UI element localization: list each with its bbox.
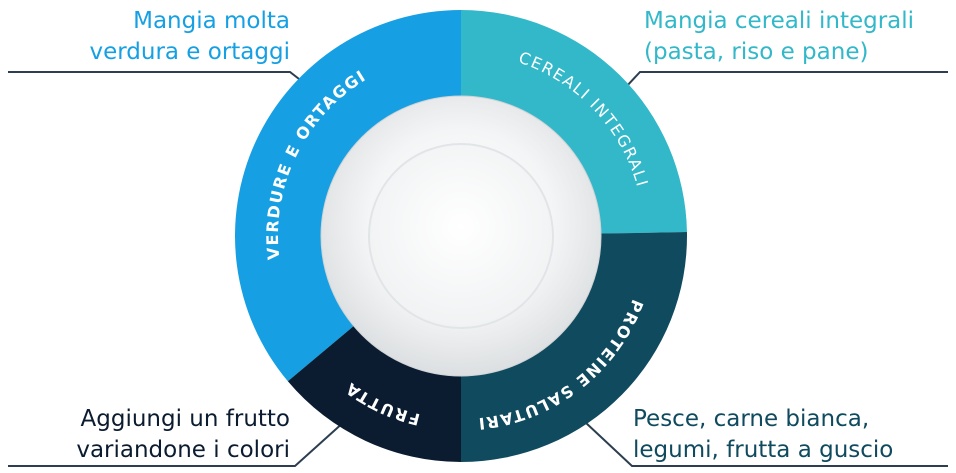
- segment-cereali-integrali: [461, 10, 687, 234]
- callout-proteine: Pesce, carne bianca, legumi, frutta a gu…: [633, 404, 893, 466]
- callout-frutta-line1: Aggiungi un frutto: [80, 406, 290, 432]
- segment-frutta: [287, 325, 461, 462]
- callout-cereali-line2: (pasta, riso e pane): [644, 39, 869, 65]
- callout-cereali-line1: Mangia cereali integrali: [644, 8, 915, 34]
- callout-frutta: Aggiungi un frutto variandone i colori: [76, 404, 290, 466]
- leader-line-top-left: [8, 71, 331, 104]
- plate-center: [368, 143, 554, 329]
- segment-proteine-salutari: [461, 232, 687, 462]
- callout-frutta-line2: variandone i colori: [76, 437, 290, 463]
- leader-line-top-right: [610, 71, 948, 104]
- callout-cereali: Mangia cereali integrali (pasta, riso e …: [644, 6, 914, 68]
- segment-verdure-ortaggi: [235, 10, 461, 382]
- callout-proteine-line2: legumi, frutta a guscio: [633, 437, 894, 463]
- callout-verdure-line2: verdura e ortaggi: [89, 39, 290, 65]
- callout-verdure: Mangia molta verdura e ortaggi: [89, 6, 290, 68]
- leader-line-bottom-left: [8, 411, 356, 467]
- callout-proteine-line1: Pesce, carne bianca,: [633, 406, 870, 432]
- leader-line-bottom-right: [569, 407, 948, 467]
- callout-verdure-line1: Mangia molta: [133, 8, 290, 34]
